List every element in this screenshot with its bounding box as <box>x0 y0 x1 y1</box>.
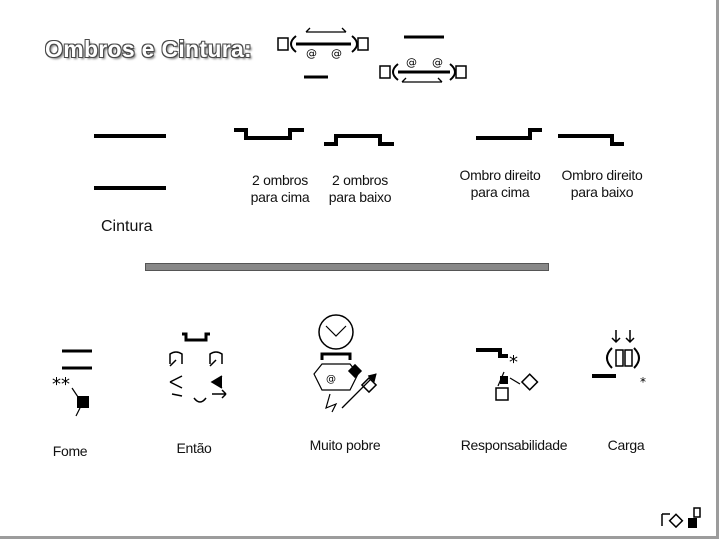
both-shoulders-down-symbol <box>324 134 394 146</box>
label-entao: Então <box>176 440 212 456</box>
right-shoulder-up-symbol <box>476 128 542 140</box>
sign-responsabilidade-symbol: * <box>476 348 539 401</box>
sign-fome-symbol: ** <box>52 349 92 417</box>
sign-entao-symbol <box>169 332 227 403</box>
right-shoulder-down-symbol <box>558 134 624 146</box>
section-label-cintura: Cintura <box>101 218 153 235</box>
shoulders-back-symbol: @ @ <box>379 35 467 83</box>
label-fome: Fome <box>52 443 88 459</box>
svg-text:@: @ <box>406 56 417 69</box>
svg-text:**: ** <box>52 374 70 395</box>
svg-text:@: @ <box>331 47 342 60</box>
slide-nav-icon[interactable] <box>660 504 708 530</box>
svg-text:@: @ <box>306 47 317 60</box>
svg-text:@: @ <box>326 374 336 385</box>
label-responsabilidade: Responsabilidade <box>460 437 568 453</box>
svg-text:*: * <box>640 375 646 389</box>
label-muito-pobre: Muito pobre <box>309 437 381 453</box>
shoulders-neutral-symbol <box>94 134 166 190</box>
label-carga: Carga <box>607 437 645 453</box>
section-divider <box>145 263 549 271</box>
both-shoulders-up-symbol <box>234 128 304 140</box>
sign-muito-pobre-symbol: @ <box>313 314 378 413</box>
shoulders-forward-symbol: @ @ <box>277 27 369 79</box>
sign-carga-symbol: * <box>592 330 646 389</box>
page-title: Ombros e Cintura: <box>45 36 253 62</box>
svg-text:@: @ <box>432 56 443 69</box>
svg-text:*: * <box>509 352 518 373</box>
